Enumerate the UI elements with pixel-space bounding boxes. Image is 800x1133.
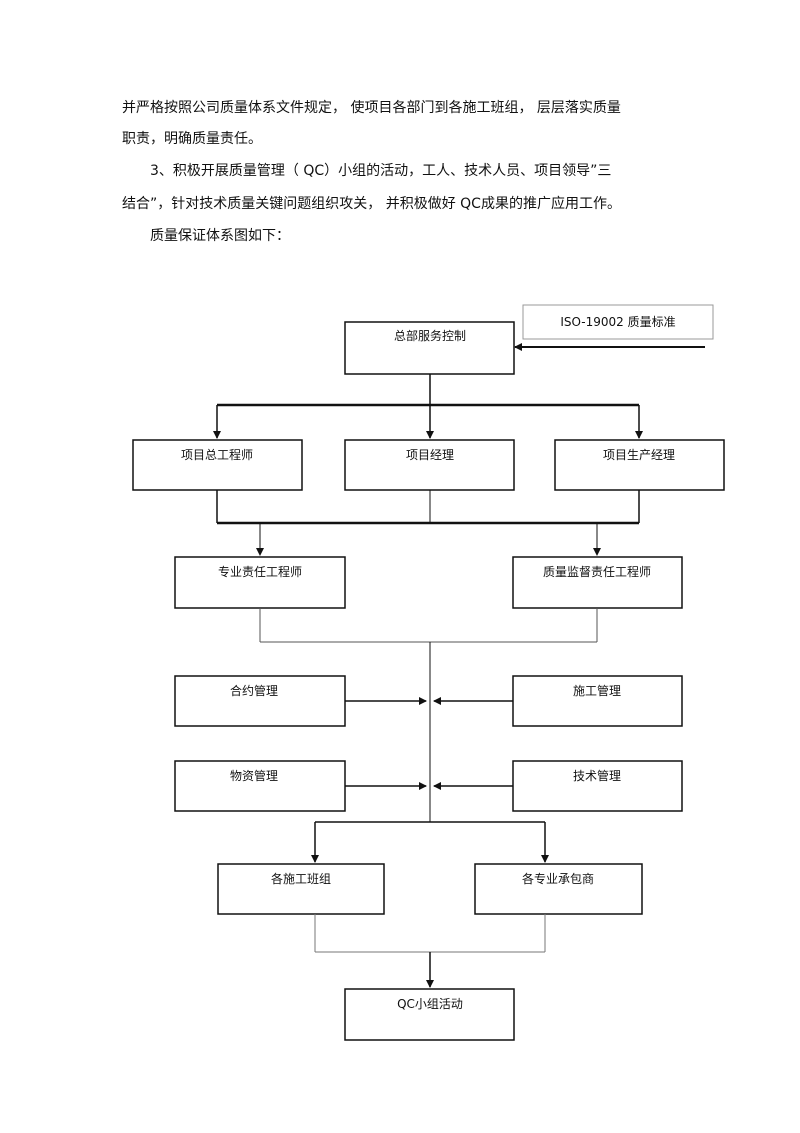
contract-management-box: 合约管理 bbox=[174, 675, 346, 727]
subcontractors-box: 各专业承包商 bbox=[474, 863, 643, 915]
specialty-engineer-box: 专业责任工程师 bbox=[174, 556, 346, 609]
production-manager-label: 项目生产经理 bbox=[603, 448, 675, 462]
material-management-label: 物资管理 bbox=[230, 768, 278, 783]
quality-engineer-label: 质量监督责任工程师 bbox=[543, 564, 651, 579]
technical-management-label: 技术管理 bbox=[573, 768, 621, 783]
paragraph-line-1: 并严格按照公司质量体系文件规定， 使项目各部门到各施工班组， 层层落实质量 bbox=[122, 100, 621, 116]
hq-service-control-label: 总部服务控制 bbox=[394, 328, 466, 343]
iso-standard-box: ISO-19002 质量标准 bbox=[522, 304, 714, 340]
paragraph-line-2: 职责，明确质量责任。 bbox=[122, 131, 262, 147]
paragraph-line-3: 3、积极开展质量管理（ QC）小组的活动，工人、技术人员、项目领导”三 bbox=[150, 163, 612, 179]
iso-standard-label: ISO-19002 质量标准 bbox=[560, 315, 675, 329]
paragraph-line-4: 结合”，针对技术质量关键问题组织攻关， 并积极做好 QC成果的推广应用工作。 bbox=[122, 196, 621, 212]
production-manager-box: 项目生产经理 bbox=[554, 439, 725, 491]
technical-management-box: 技术管理 bbox=[512, 760, 683, 812]
project-manager-label: 项目经理 bbox=[406, 448, 454, 462]
paragraph-line-5: 质量保证体系图如下： bbox=[150, 228, 290, 244]
construction-management-label: 施工管理 bbox=[573, 683, 621, 698]
material-management-box: 物资管理 bbox=[174, 760, 346, 812]
construction-teams-box: 各施工班组 bbox=[217, 863, 385, 915]
contract-management-label: 合约管理 bbox=[230, 683, 278, 698]
qc-activity-box: QC小组活动 bbox=[344, 988, 515, 1041]
subcontractors-label: 各专业承包商 bbox=[522, 871, 594, 886]
construction-management-box: 施工管理 bbox=[512, 675, 683, 727]
project-manager-box: 项目经理 bbox=[344, 439, 515, 491]
specialty-engineer-label: 专业责任工程师 bbox=[218, 564, 302, 579]
quality-engineer-box: 质量监督责任工程师 bbox=[512, 556, 683, 609]
construction-teams-label: 各施工班组 bbox=[271, 871, 331, 886]
qc-activity-label: QC小组活动 bbox=[397, 997, 463, 1011]
chief-engineer-label: 项目总工程师 bbox=[181, 447, 253, 462]
chief-engineer-box: 项目总工程师 bbox=[132, 439, 303, 491]
hq-service-control-box: 总部服务控制 bbox=[344, 321, 515, 375]
